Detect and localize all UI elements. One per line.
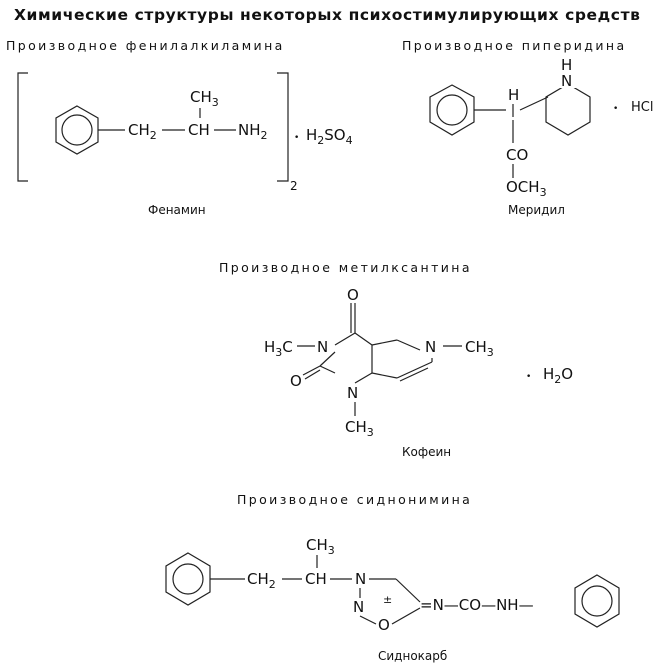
ch3-bottom: CH3 — [345, 418, 374, 439]
ch2-group: CH2 — [128, 121, 157, 142]
benzene-ring — [429, 84, 475, 136]
n-atom: N — [561, 72, 572, 90]
n3: N — [355, 570, 366, 588]
imino-chain: =N—CO—NH— — [420, 596, 534, 614]
n1: N — [317, 338, 328, 356]
aromatic-circle — [436, 94, 468, 126]
meridil-structure: H N H CO OCH3 • HCl Меридил — [429, 56, 653, 217]
page-title: Химические структуры некоторых психостим… — [14, 6, 641, 24]
ch2-group: CH2 — [247, 570, 276, 591]
kofein-structure: O N H3C O N CH3 N CH3 • H2O Кофеин — [264, 286, 573, 459]
aromatic-circle — [172, 563, 204, 595]
o-ring: O — [378, 616, 390, 634]
aromatic-circle — [61, 114, 93, 146]
fenamin-name: Фенамин — [148, 203, 206, 217]
o-left: O — [290, 372, 302, 390]
dot: • — [613, 104, 618, 114]
nh-h: H — [561, 56, 572, 74]
h-atom: H — [508, 86, 519, 104]
sidnokarb-structure: CH2 CH CH3 N N O ± =N—CO—NH— Сиднокарб — [165, 536, 620, 663]
section-label-sydnonimine: Производное сиднонимина — [237, 492, 473, 507]
och3-group: OCH3 — [506, 178, 547, 199]
h2so4: H2SO4 — [306, 126, 353, 147]
n3: N — [347, 384, 358, 402]
ch3-group: CH3 — [306, 536, 335, 557]
charge-sign: ± — [383, 593, 392, 606]
piperidine-ring — [545, 83, 591, 136]
meridil-name: Меридил — [508, 203, 565, 217]
phenyl-ring — [574, 574, 620, 628]
n2: N — [353, 598, 364, 616]
o-top: O — [347, 286, 359, 304]
fenamin-structure: CH2 CH CH3 NH2 2 • H2SO4 Фенамин — [17, 72, 353, 217]
co-group: CO — [506, 146, 528, 164]
dot: • — [294, 133, 299, 143]
h2o: H2O — [543, 365, 573, 386]
dot: • — [526, 372, 531, 382]
ch3-group: CH3 — [190, 88, 219, 109]
ch-group: CH — [188, 121, 210, 139]
ch3-right: CH3 — [465, 338, 494, 359]
h3c-group: H3C — [264, 338, 293, 359]
section-label-piperidine: Производное пиперидина — [402, 38, 627, 53]
benzene-ring — [165, 552, 211, 606]
aromatic-circle — [581, 585, 613, 617]
benzene-ring — [55, 105, 99, 155]
kofein-name: Кофеин — [402, 445, 451, 459]
right-bracket — [277, 72, 289, 182]
n7: N — [425, 338, 436, 356]
section-label-methylxanthine: Производное метилксантина — [219, 260, 472, 275]
hcl: HCl — [631, 100, 653, 115]
section-label-phenylalkylamine: Производное фенилалкиламина — [6, 38, 285, 53]
outer-subscript: 2 — [290, 179, 298, 193]
left-bracket — [17, 72, 28, 182]
sidnokarb-name: Сиднокарб — [378, 649, 447, 663]
ch-group: CH — [305, 570, 327, 588]
nh2-group: NH2 — [238, 121, 268, 142]
